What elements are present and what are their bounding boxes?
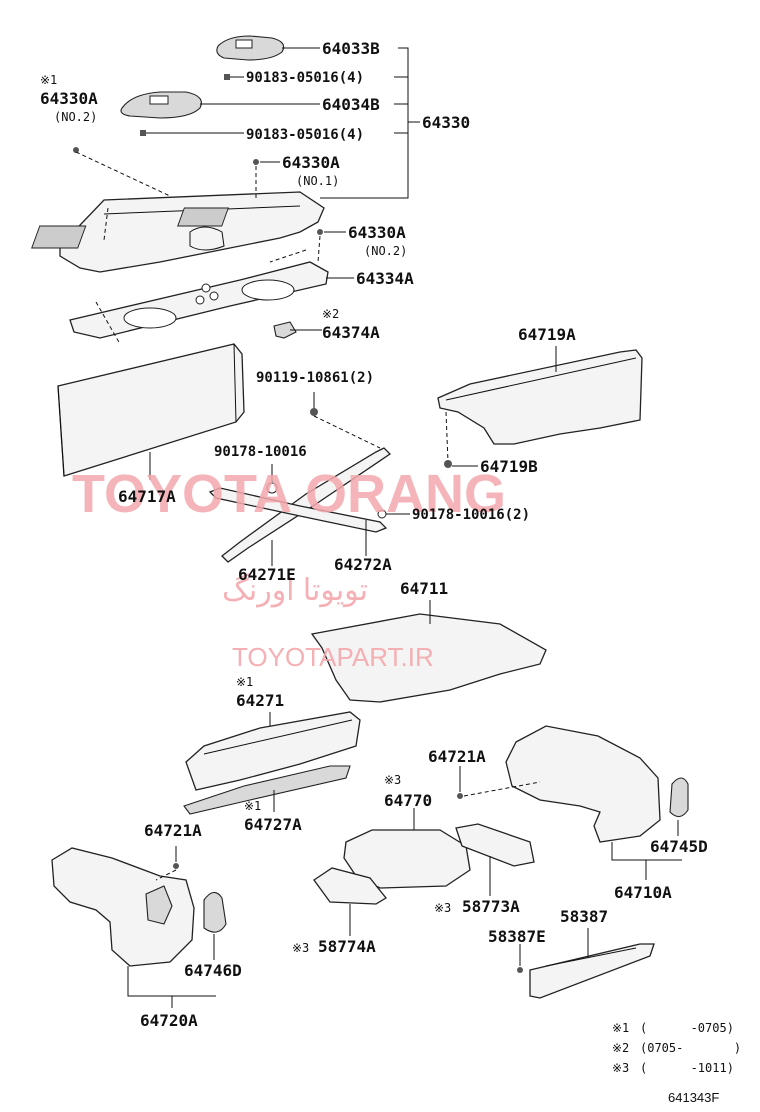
mark-64271: ※1	[236, 675, 253, 689]
mark-64374A: ※2	[322, 307, 339, 321]
label-64330: 64330	[422, 113, 470, 132]
label-64271: 64271	[236, 691, 284, 710]
label-58773A: 58773A	[462, 897, 520, 916]
trim-board-64717A	[57, 343, 245, 477]
note-mark-2: ※2	[612, 1041, 629, 1055]
label-64711: 64711	[400, 579, 448, 598]
label-64745D: 64745D	[650, 837, 708, 856]
label-90178-10016-2: 90178-10016(2)	[412, 507, 530, 523]
note-range-1: ( -0705)	[640, 1021, 734, 1035]
label-64334A: 64334A	[356, 269, 414, 288]
label-64719A: 64719A	[518, 325, 576, 344]
side-trim-64710A	[505, 725, 661, 843]
label-64717A: 64717A	[118, 487, 176, 506]
bracket-64374A	[273, 321, 297, 339]
mark-64330A-1: ※1	[40, 73, 57, 87]
label-64719B: 64719B	[480, 457, 538, 476]
strap-64271E-64272A	[208, 447, 392, 563]
label-90178-10016: 90178-10016	[214, 444, 307, 460]
plate-58387	[529, 943, 655, 999]
label-64271E: 64271E	[238, 565, 296, 584]
mark-64770: ※3	[384, 773, 401, 787]
label-64721A-1: 64721A	[428, 747, 486, 766]
mark-58773A: ※3	[434, 901, 451, 915]
label-64033B: 64033B	[322, 39, 380, 58]
side-trim-64720A	[51, 847, 195, 967]
label-58387E: 58387E	[488, 927, 546, 946]
label-64272A: 64272A	[334, 555, 392, 574]
cover-64745D	[669, 777, 689, 818]
note-64330A-2: (NO.1)	[296, 174, 339, 188]
note-range-2: (0705- )	[640, 1041, 741, 1055]
figure-code: 641343F	[668, 1090, 719, 1105]
label-64710A: 64710A	[614, 883, 672, 902]
cover-64033B	[216, 35, 285, 61]
notes-legend: ※1 ( -0705) ※2 (0705- ) ※3 ( -1011)	[612, 1021, 741, 1075]
watermark-farsi: تویوتا اورنگ	[222, 573, 368, 608]
label-64727A: 64727A	[244, 815, 302, 834]
cover-64034B	[120, 91, 202, 119]
label-64746D: 64746D	[184, 961, 242, 980]
label-64770: 64770	[384, 791, 432, 810]
label-64330A-1: 64330A	[40, 89, 98, 108]
mat-58773A	[455, 823, 535, 867]
label-64720A: 64720A	[140, 1011, 198, 1030]
label-90183-05016-a: 90183-05016(4)	[246, 70, 364, 86]
label-64330A-3: 64330A	[348, 223, 406, 242]
note-mark-3: ※3	[612, 1061, 629, 1075]
cover-64746D	[203, 891, 227, 933]
mark-58774A: ※3	[292, 941, 309, 955]
lid-trim-64719A	[437, 349, 643, 445]
label-64374A: 64374A	[322, 323, 380, 342]
trim-64727A	[183, 765, 351, 815]
note-64330A-1: (NO.2)	[54, 110, 97, 124]
note-64330A-3: (NO.2)	[364, 244, 407, 258]
label-58387: 58387	[560, 907, 608, 926]
label-64034B: 64034B	[322, 95, 380, 114]
watermark-site: TOYOTAPART.IR	[232, 642, 434, 672]
note-mark-1: ※1	[612, 1021, 629, 1035]
mark-64727A: ※1	[244, 799, 261, 813]
mat-58774A	[313, 867, 387, 905]
note-range-3: ( -1011)	[640, 1061, 734, 1075]
trunk-mat-64711	[310, 613, 547, 703]
mat-64770	[343, 829, 471, 889]
label-90183-05016-b: 90183-05016(4)	[246, 127, 364, 143]
label-58774A: 58774A	[318, 937, 376, 956]
trim-64271	[185, 711, 361, 791]
clip-small	[73, 74, 323, 235]
label-64721A-2: 64721A	[144, 821, 202, 840]
watermark-brand: TOYOTA ORANG	[72, 464, 506, 524]
label-64330A-2: 64330A	[282, 153, 340, 172]
label-90119-10861: 90119-10861(2)	[256, 370, 374, 386]
package-tray-64330	[31, 191, 325, 273]
tray-pad-64334A	[69, 261, 329, 339]
